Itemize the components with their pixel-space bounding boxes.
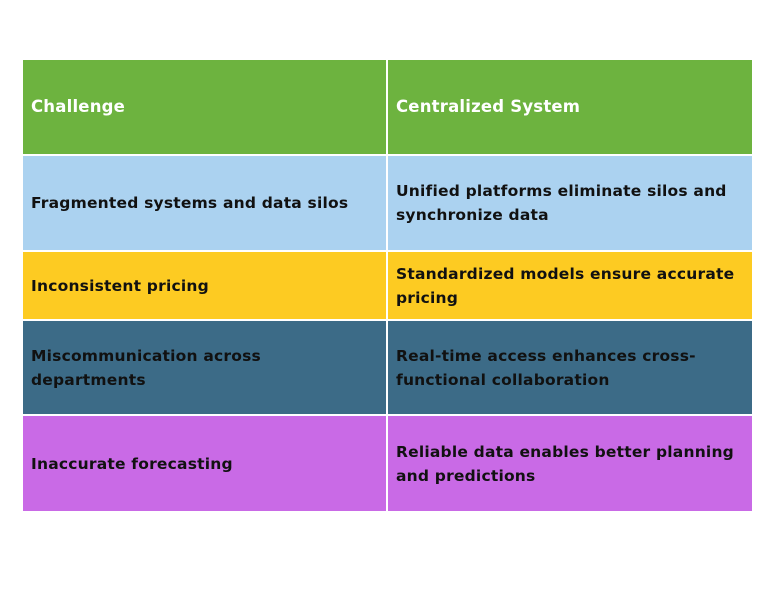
- row-2-challenge: Inconsistent pricing: [23, 252, 386, 319]
- row-4-solution: Reliable data enables better planning an…: [388, 416, 752, 511]
- header-cell-centralized-system: Centralized System: [388, 60, 752, 154]
- row-1-solution: Unified platforms eliminate silos and sy…: [388, 156, 752, 250]
- header-cell-challenge: Challenge: [23, 60, 386, 154]
- row-1-challenge: Fragmented systems and data silos: [23, 156, 386, 250]
- row-3-challenge: Miscommunication across departments: [23, 321, 386, 414]
- comparison-table: Challenge Centralized System Fragmented …: [23, 60, 752, 511]
- row-4-challenge: Inaccurate forecasting: [23, 416, 386, 511]
- row-2-solution: Standardized models ensure accurate pric…: [388, 252, 752, 319]
- row-3-solution: Real-time access enhances cross-function…: [388, 321, 752, 414]
